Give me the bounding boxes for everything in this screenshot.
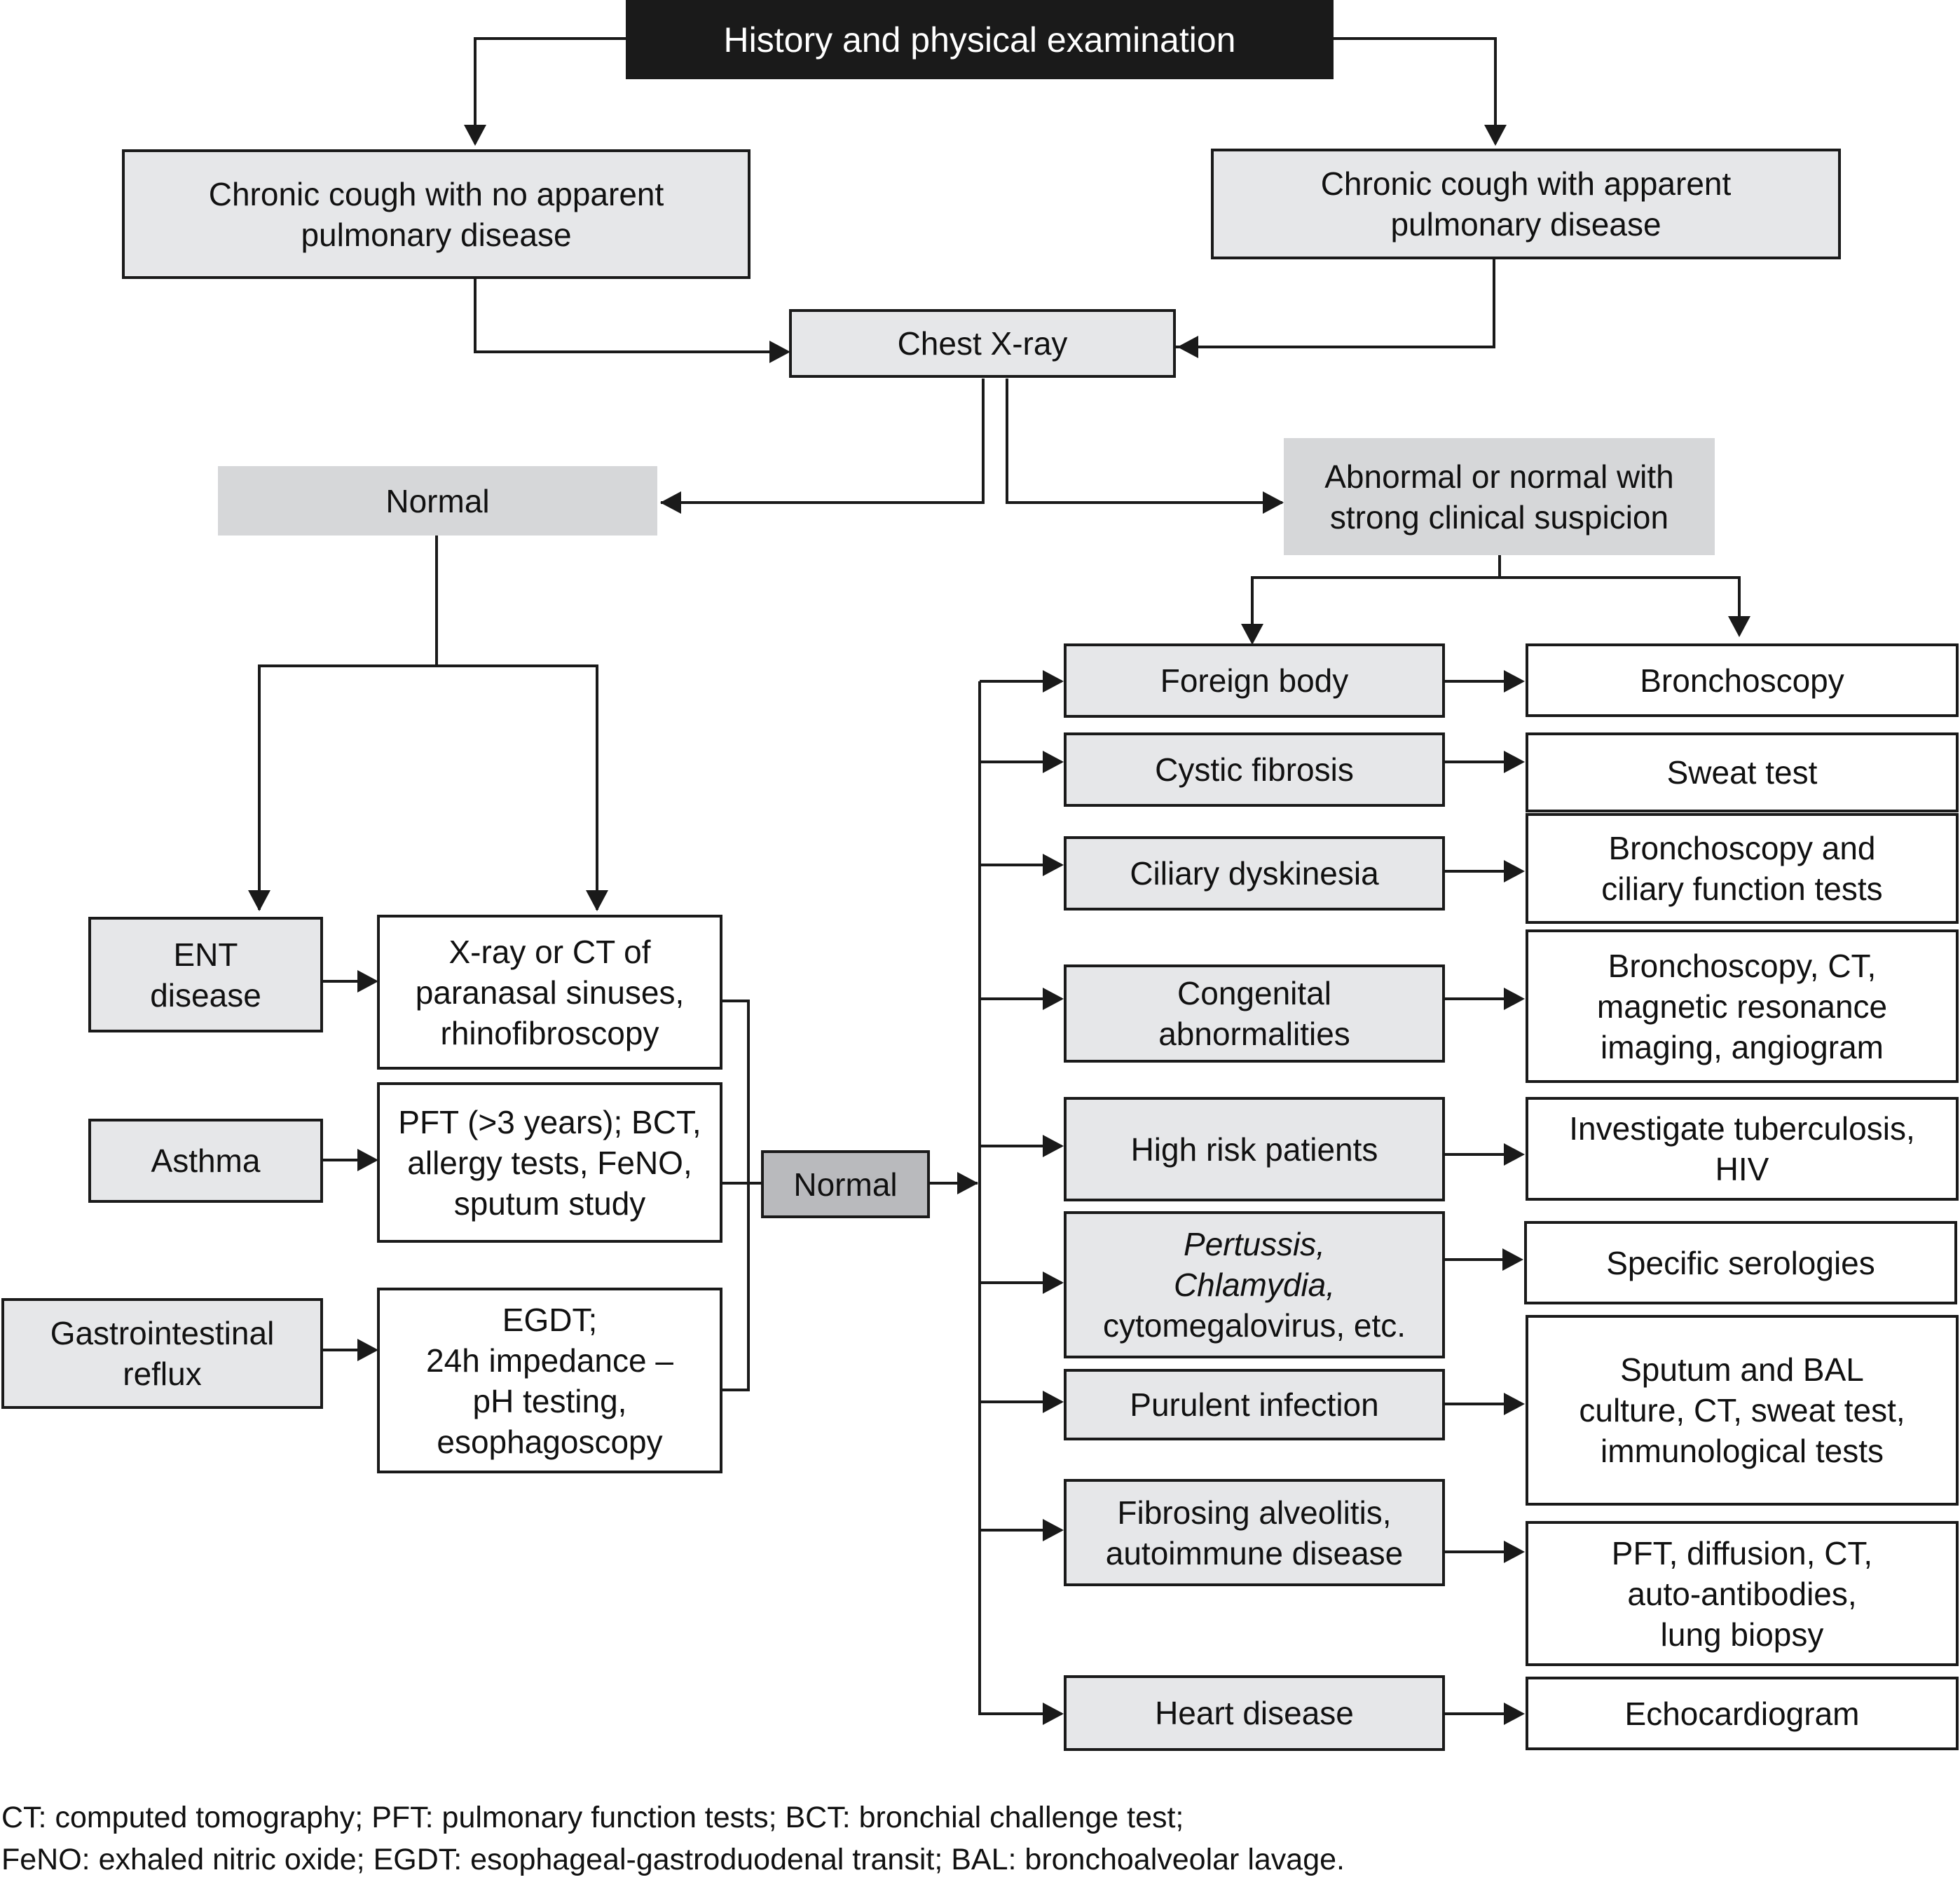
tuberculosis-hiv-box: Investigate tuberculosis, HIV [1526, 1097, 1959, 1201]
arrow-normal-to-ent [258, 664, 437, 910]
heart-disease-box: Heart disease [1064, 1675, 1445, 1751]
purulent-tests-box: Sputum and BAL culture, CT, sweat test, … [1526, 1315, 1959, 1506]
bronchoscopy-box: Bronchoscopy [1526, 643, 1959, 717]
arrow-abnormal-to-bronchoscopy [1500, 576, 1741, 634]
asthma-box: Asthma [88, 1119, 323, 1203]
normal-result-box: Normal [218, 466, 657, 536]
ciliary-tests-box: Bronchoscopy and ciliary function tests [1526, 813, 1959, 924]
arrow-normal-to-xray-sinus [437, 664, 598, 910]
fibrosing-alveolitis-box: Fibrosing alveolitis, autoimmune disease [1064, 1479, 1445, 1586]
foreign-body-box: Foreign body [1064, 643, 1445, 718]
ent-tests-box: X-ray or CT of paranasal sinuses, rhinof… [377, 915, 722, 1070]
asthma-tests-box: PFT (>3 years); BCT, allergy tests, FeNO… [377, 1082, 722, 1243]
congenital-tests-box: Bronchoscopy, CT, magnetic resonance ima… [1526, 929, 1959, 1083]
echocardiogram-box: Echocardiogram [1526, 1677, 1959, 1750]
ciliary-dyskinesia-box: Ciliary dyskinesia [1064, 836, 1445, 911]
arrow-xray-to-normal [661, 379, 985, 504]
arrow-with-disease-to-xray [1176, 259, 1495, 348]
fibrosing-tests-box: PFT, diffusion, CT, auto-antibodies, lun… [1526, 1521, 1959, 1666]
chest-xray-box: Chest X-ray [789, 309, 1176, 378]
arrow-title-to-no-disease [474, 37, 626, 144]
with-disease-box: Chronic cough with apparent pulmonary di… [1211, 149, 1841, 259]
arrow-xray-to-abnormal [1006, 379, 1282, 504]
bracket-left-tests [722, 1000, 750, 1391]
reflux-box: Gastrointestinal reflux [1, 1298, 323, 1409]
arrow-abnormal-to-foreign-body [1251, 548, 1501, 642]
sweat-test-box: Sweat test [1526, 732, 1959, 812]
high-risk-patients-box: High risk patients [1064, 1097, 1445, 1201]
normal-tests-result-box: Normal [761, 1150, 930, 1218]
arrow-no-disease-to-xray [474, 279, 787, 353]
reflux-tests-box: EGDT; 24h impedance – pH testing, esopha… [377, 1288, 722, 1473]
specific-serologies-box: Specific serologies [1524, 1221, 1957, 1304]
purulent-infection-box: Purulent infection [1064, 1369, 1445, 1440]
no-disease-box: Chronic cough with no apparent pulmonary… [122, 149, 751, 279]
abnormal-result-box: Abnormal or normal with strong clinical … [1284, 438, 1715, 555]
footnote-line-2: FeNO: exhaled nitric oxide; EGDT: esopha… [1, 1843, 1345, 1876]
cystic-fibrosis-box: Cystic fibrosis [1064, 732, 1445, 807]
footnote-line-1: CT: computed tomography; PFT: pulmonary … [1, 1801, 1184, 1834]
congenital-abnormalities-box: Congenital abnormalities [1064, 964, 1445, 1063]
ent-disease-box: ENT disease [88, 917, 323, 1032]
title-box: History and physical examination [626, 0, 1334, 79]
title-text: History and physical examination [723, 20, 1236, 60]
pertussis-box: Pertussis, Chlamydia, cytomegalovirus, e… [1064, 1211, 1445, 1358]
arrow-title-to-with-disease [1334, 37, 1497, 144]
